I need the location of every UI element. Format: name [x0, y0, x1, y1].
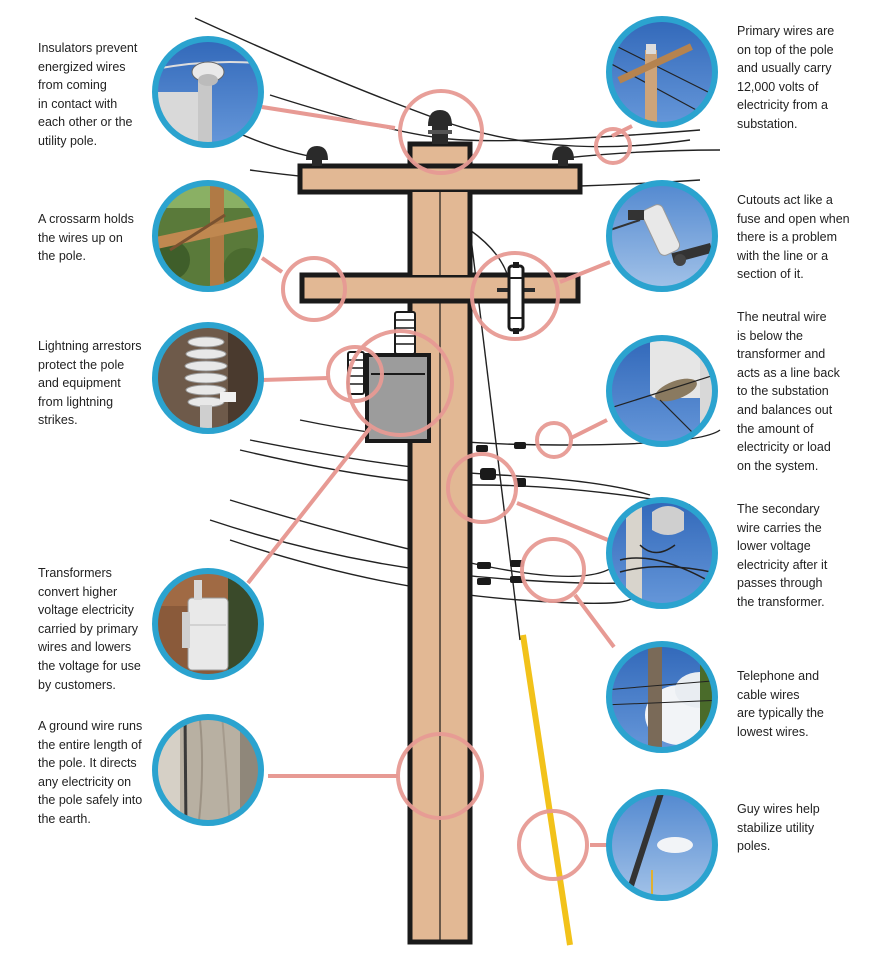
insulator-photo-icon [152, 36, 264, 148]
telephone-cable-wires-callout-text: Telephone and cable wires are typically … [737, 669, 824, 739]
primary-wire-photo-icon [606, 16, 718, 128]
transformers-callout-text: Transformers convert higher voltage elec… [38, 566, 141, 692]
callout-lines [246, 105, 633, 847]
lightning-arrestors-callout-text: Lightning arrestors protect the pole and… [38, 339, 142, 428]
utility-pole [297, 110, 583, 945]
crossarm-ring [281, 256, 347, 322]
insulators-callout-text: Insulators prevent energized wires from … [38, 41, 138, 148]
insulator-icon [306, 146, 328, 166]
primary-wire [564, 149, 721, 159]
crossarm-photo-icon [152, 180, 264, 292]
ground-wire-photo-icon [152, 714, 264, 826]
insulator-icon [552, 146, 574, 166]
cutouts-callout-text: Cutouts act like a fuse and open when th… [737, 193, 850, 282]
transformer-ring [346, 329, 454, 437]
callout-rings [281, 89, 632, 881]
neutral-wire-ring [535, 421, 573, 459]
secondary-wire-callout-text: The secondary wire carries the lower vol… [737, 502, 828, 609]
lightning-arrestor-photo-icon [152, 322, 264, 434]
guy-wire [520, 634, 573, 946]
neutral-wire-photo-icon [606, 335, 718, 447]
ground-wire-ring [396, 732, 484, 820]
telephone-wire-photo-icon [606, 641, 718, 753]
wire-connector-icons [476, 442, 526, 585]
guy-wires-callout-text: Guy wires help stabilize utility poles. [737, 802, 820, 854]
insulator-ring [398, 89, 484, 175]
pole-top [407, 141, 473, 169]
telephone-wire-ring [520, 537, 586, 603]
transformer-photo-icon [152, 568, 264, 680]
telephone-wire [229, 539, 633, 605]
guy-wire-ring [517, 809, 589, 881]
secondary-wire [239, 449, 691, 506]
cutout-ring [470, 251, 560, 341]
crossarm-wire [579, 179, 701, 187]
insulator-icon [428, 110, 452, 144]
secondary-wire-photo-icon [606, 497, 718, 609]
cutout-photo-icon [606, 180, 718, 292]
primary-wire-ring [594, 127, 632, 165]
arrestor-ring [326, 345, 384, 403]
crossarm-upper [297, 163, 583, 195]
secondary-wire-ring [446, 452, 518, 524]
transformer-icon [347, 311, 431, 443]
crossarm-callout-text: A crossarm holds the wires up on the pol… [38, 212, 134, 264]
guy-wire-photo-icon [606, 789, 718, 901]
primary-wires-callout-text: Primary wires are on top of the pole and… [737, 24, 835, 131]
ground-wire-callout-text: A ground wire runs the entire length of … [38, 719, 143, 826]
neutral-wire-callout-text: The neutral wire is below the transforme… [737, 310, 840, 473]
cutout-icon [497, 262, 535, 334]
